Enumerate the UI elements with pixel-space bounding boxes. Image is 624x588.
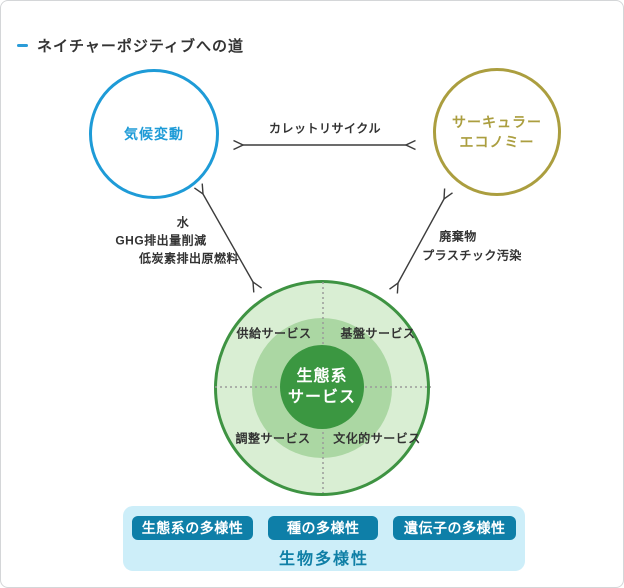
ecosystem-core-line2: サービス — [287, 389, 356, 406]
ghg-reduction-label: GHG排出量削減 — [115, 233, 207, 248]
climate-ecosystem-arrow — [203, 194, 253, 282]
waste-label: 廃棄物 — [439, 229, 477, 244]
ecosystem-core-line1: 生態系 — [296, 368, 348, 385]
base-services-label: 基盤サービス — [340, 326, 416, 341]
genetic-diversity-pill: 遺伝子の多様性 — [393, 516, 517, 540]
cultural-services-label: 文化的サービス — [333, 431, 421, 446]
ecosystem-services-core: 生態系 サービス — [280, 345, 364, 429]
cullet-recycle-label: カレットリサイクル — [269, 121, 381, 136]
circular-economy-label-line1: サーキュラー — [452, 114, 542, 130]
circular-economy-circle: サーキュラー エコノミー — [433, 68, 561, 196]
circular-economy-label-line2: エコノミー — [459, 134, 535, 150]
regulating-services-label: 調整サービス — [235, 431, 311, 446]
supply-services-label: 供給サービス — [236, 326, 312, 341]
low-carbon-fuel-label: 低炭素排出原燃料 — [138, 251, 240, 266]
circular-ecosystem-arrow — [398, 199, 444, 283]
page-title: ネイチャーポジティブへの道 — [37, 38, 244, 55]
dash-icon — [17, 44, 28, 47]
biodiversity-panel: 生態系の多様性 種の多様性 遺伝子の多様性 生物多様性 — [123, 506, 525, 571]
species-diversity-pill: 種の多様性 — [268, 516, 379, 540]
climate-change-label: 気候変動 — [124, 126, 184, 142]
climate-change-circle: 気候変動 — [89, 69, 219, 199]
biodiversity-label: 生物多様性 — [278, 551, 369, 568]
biodiversity-pill-row: 生態系の多様性 種の多様性 遺伝子の多様性 — [123, 516, 525, 540]
page-header: ネイチャーポジティブへの道 — [17, 35, 244, 56]
water-label: 水 — [176, 215, 190, 230]
plastic-pollution-label: プラスチック汚染 — [422, 248, 522, 263]
ecosystem-diversity-pill: 生態系の多様性 — [131, 516, 254, 540]
